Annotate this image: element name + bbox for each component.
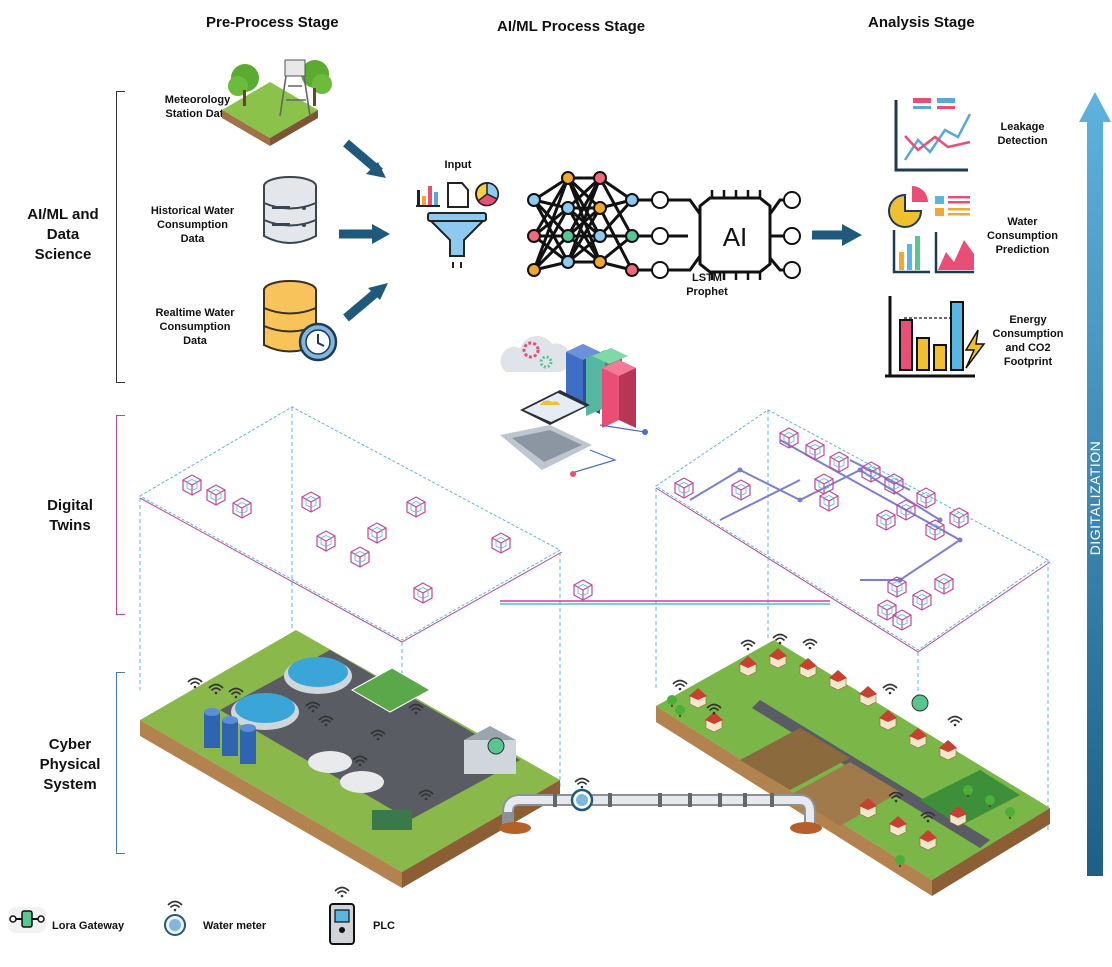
water-prediction-label: Water Consumption Prediction [985, 215, 1060, 257]
meteorology-label: Meteorology Station Data [150, 93, 245, 121]
smart-city-town [656, 640, 1050, 896]
energy-line-2: Consumption [992, 328, 1064, 340]
model-prophet: Prophet [686, 286, 728, 298]
analysis-stage-title: Analysis Stage [868, 14, 975, 31]
digital-twins-line-1: Digital [47, 497, 93, 514]
historical-database-icon [263, 176, 317, 244]
realtime-line-1: Realtime Water [155, 307, 235, 319]
ai-ml-bracket [116, 91, 125, 383]
meteorology-line-1: Meteorology [164, 94, 231, 106]
plc-legend-icon [329, 886, 355, 945]
water-prediction-chart-icon [888, 186, 974, 274]
cyber-line-1: Cyber [48, 736, 92, 753]
water-meter-legend-icon [164, 900, 186, 936]
digital-twin-right-plane [655, 409, 1051, 830]
water-prediction-line-2: Consumption [987, 230, 1058, 242]
energy-label: Energy Consumption and CO2 Footprint [980, 313, 1076, 369]
leakage-chart-icon [894, 98, 972, 172]
model-lstm: LSTM [692, 272, 722, 284]
leakage-label: Leakage Detection [985, 120, 1060, 148]
ai-ml-line-2: Data [46, 226, 80, 243]
historical-line-1: Historical Water [150, 205, 235, 217]
cyber-physical-layer-label: Cyber Physical System [30, 735, 110, 795]
neural-network-icon [532, 176, 655, 272]
leakage-line-2: Detection [997, 135, 1048, 147]
leakage-line-1: Leakage [1000, 121, 1045, 133]
water-pipe [499, 777, 822, 834]
digitalization-label: DIGITALIZATION [1087, 440, 1103, 556]
energy-chart-icon [885, 296, 986, 378]
energy-line-4: Footprint [1003, 356, 1053, 368]
realtime-data-label: Realtime Water Consumption Data [145, 306, 245, 348]
twin-link [500, 579, 830, 605]
realtime-line-2: Consumption [159, 321, 231, 333]
models-label: LSTM Prophet [672, 271, 742, 299]
ai-ml-process-stage-title: AI/ML Process Stage [497, 18, 646, 35]
digital-twins-line-2: Twins [49, 517, 91, 534]
cloud-server-laptop-icon [500, 335, 648, 477]
input-label: Input [444, 159, 472, 171]
lora-gateway-legend-label: Lora Gateway [52, 920, 125, 932]
energy-line-3: and CO2 [1005, 342, 1051, 354]
digital-twins-bracket [116, 415, 125, 615]
digital-twins-layer-label: Digital Twins [30, 496, 110, 536]
cyber-line-2: Physical [39, 756, 101, 773]
iot-device-markers [187, 633, 963, 824]
water-meter-legend-label: Water meter [203, 920, 267, 932]
meteorology-station-icon [222, 59, 332, 146]
lora-gateway-legend-icon [8, 907, 46, 933]
ai-chip-icon: AI [668, 190, 801, 280]
ai-chip-text: AI [723, 222, 748, 252]
plc-legend-label: PLC [373, 920, 395, 932]
energy-line-1: Energy [1009, 314, 1047, 326]
meteorology-line-2: Station Data [165, 108, 230, 120]
water-prediction-line-1: Water [1007, 216, 1038, 228]
water-prediction-line-3: Prediction [995, 244, 1050, 256]
cyber-physical-bracket [116, 672, 125, 854]
digitalization-label-wrap: DIGITALIZATION [1079, 120, 1111, 876]
input-funnel-icon [416, 182, 499, 268]
realtime-database-icon [263, 280, 338, 362]
historical-line-3: Data [180, 233, 205, 245]
historical-data-label: Historical Water Consumption Data [140, 204, 245, 246]
ai-ml-line-1: AI/ML and [27, 206, 99, 223]
cyber-line-3: System [43, 776, 97, 793]
ai-ml-layer-label: AI/ML and Data Science [18, 205, 108, 265]
historical-line-2: Consumption [157, 219, 228, 231]
water-treatment-plant [140, 630, 560, 888]
pre-process-stage-title: Pre-Process Stage [206, 14, 339, 31]
ai-ml-line-3: Science [34, 246, 92, 263]
digitalization-arrow [1079, 92, 1111, 876]
realtime-line-3: Data [183, 335, 207, 347]
